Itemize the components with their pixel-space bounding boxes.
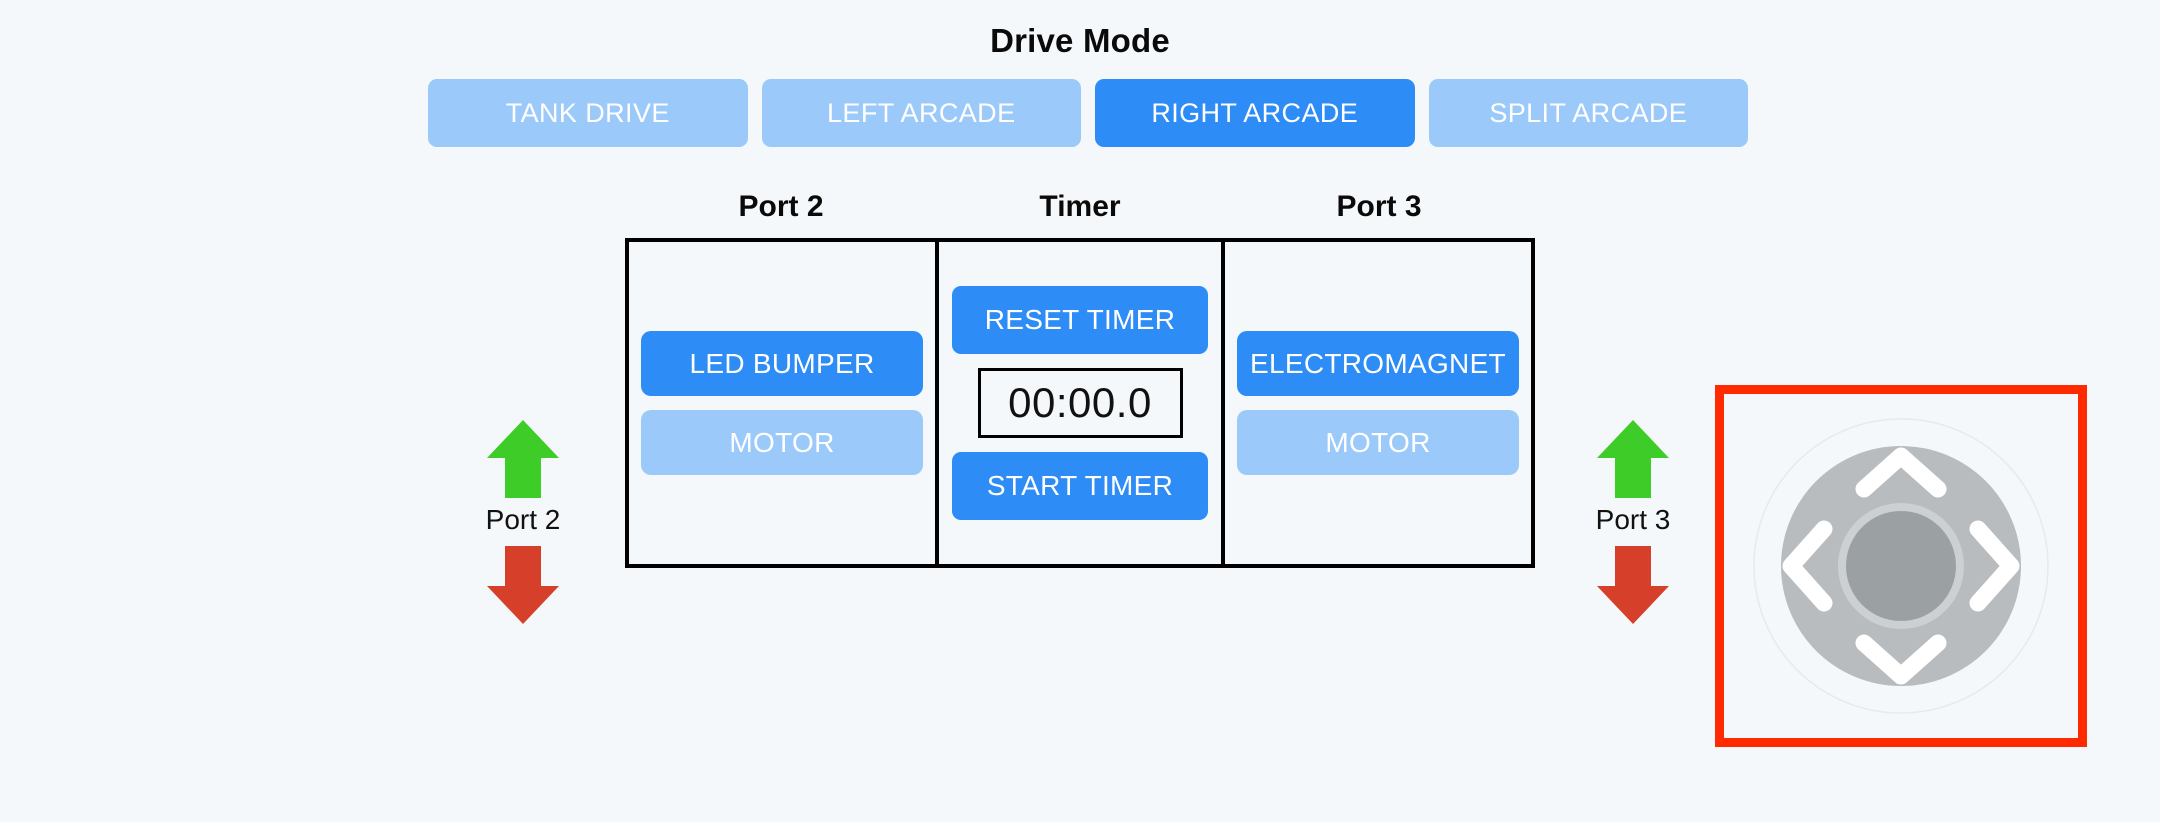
dpad-highlight-box — [1715, 385, 2087, 747]
port3-arrow-label: Port 3 — [1595, 504, 1671, 535]
panel-timer: RESET TIMER 00:00.0 START TIMER — [937, 238, 1223, 568]
start-timer-button[interactable]: START TIMER — [952, 452, 1208, 520]
dpad-center-button — [1846, 511, 1956, 621]
arrow-down-icon[interactable] — [1595, 544, 1671, 626]
reset-timer-button[interactable]: RESET TIMER — [952, 286, 1208, 354]
drive-mode-left-arcade[interactable]: LEFT ARCADE — [761, 79, 1081, 147]
panel-port3: ELECTROMAGNET MOTOR — [1223, 238, 1535, 568]
drive-mode-right-arcade[interactable]: RIGHT ARCADE — [1095, 79, 1415, 147]
drive-mode-split-arcade[interactable]: SPLIT ARCADE — [1428, 79, 1748, 147]
timer-display: 00:00.0 — [977, 368, 1183, 438]
dpad-icon[interactable] — [1751, 416, 2051, 716]
dpad-outer-ring — [1753, 418, 2049, 714]
port3-electromagnet-button[interactable]: ELECTROMAGNET — [1237, 331, 1519, 396]
arrow-up-icon[interactable] — [485, 418, 561, 500]
arrow-down-icon[interactable] — [485, 544, 561, 626]
arrow-up-icon[interactable] — [1595, 418, 1671, 500]
dpad-right-chevron-icon — [1969, 520, 2020, 612]
port2-arrow-label: Port 2 — [485, 504, 561, 535]
port3-arrow-controls: Port 3 — [1533, 418, 1733, 626]
panel-headings-row: Port 2 Timer Port 3 — [625, 190, 1535, 224]
control-panels: LED BUMPER MOTOR RESET TIMER 00:00.0 STA… — [625, 238, 1535, 568]
panel-heading-timer: Timer — [1039, 190, 1121, 223]
port2-motor-button[interactable]: MOTOR — [641, 410, 923, 475]
panel-port2: LED BUMPER MOTOR — [625, 238, 937, 568]
port3-motor-button[interactable]: MOTOR — [1237, 410, 1519, 475]
dpad-down-chevron-icon — [1855, 634, 1947, 685]
panel-heading-port2: Port 2 — [738, 190, 824, 223]
port2-arrow-controls: Port 2 — [423, 418, 623, 626]
drive-mode-selector: TANK DRIVE LEFT ARCADE RIGHT ARCADE SPLI… — [428, 79, 1748, 147]
panel-heading-port3: Port 3 — [1336, 190, 1422, 223]
port2-led-bumper-button[interactable]: LED BUMPER — [641, 331, 923, 396]
page-title: Drive Mode — [990, 22, 1170, 59]
dpad-left-chevron-icon — [1782, 520, 1833, 612]
dpad-up-chevron-icon — [1855, 447, 1947, 498]
drive-mode-tank-drive[interactable]: TANK DRIVE — [428, 79, 748, 147]
